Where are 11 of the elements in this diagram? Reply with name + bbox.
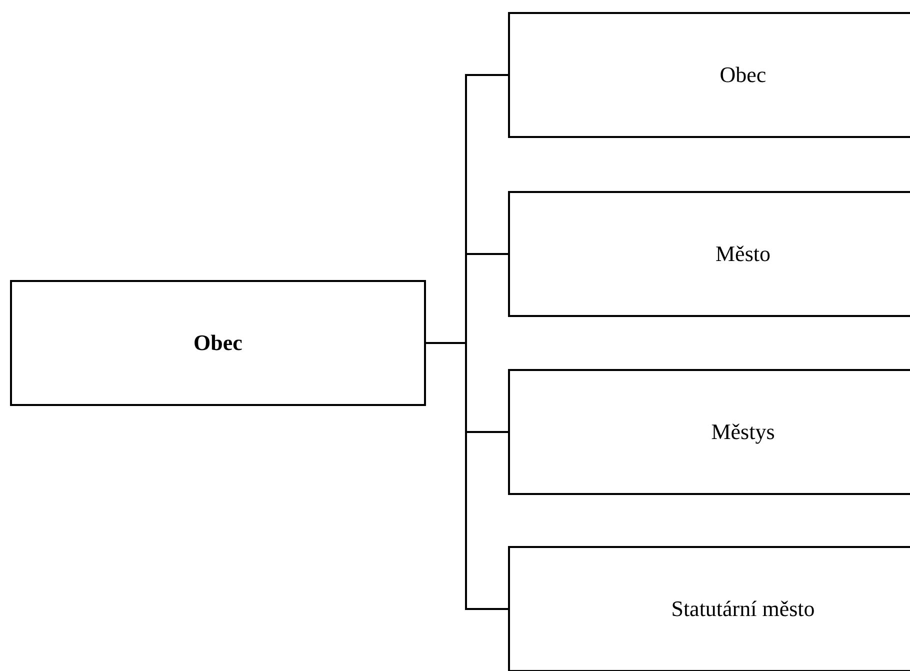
category-box xyxy=(508,369,910,495)
root-box xyxy=(10,280,426,406)
category-box xyxy=(508,12,910,138)
connector-line xyxy=(426,342,508,610)
category-box xyxy=(508,546,910,671)
box-label: Statutární město xyxy=(671,596,815,622)
box-label: Městys xyxy=(711,419,775,445)
box-label: Město xyxy=(716,241,770,267)
box-label: Obec xyxy=(720,62,766,88)
category-box xyxy=(508,191,910,317)
box-label: Obec xyxy=(194,330,242,356)
